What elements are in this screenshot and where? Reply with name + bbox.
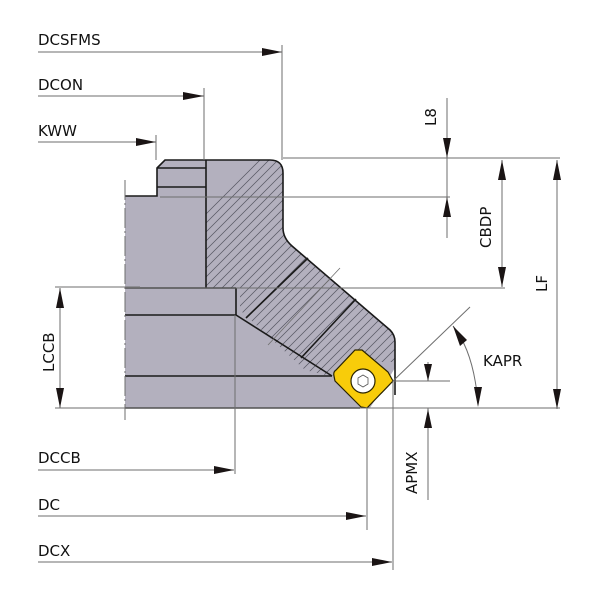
insert-axis-line — [267, 267, 341, 346]
hatch-line — [206, 160, 280, 376]
cutting-insert — [333, 349, 394, 409]
tool-body-silhouette — [125, 160, 395, 408]
hatch-line — [414, 150, 600, 420]
apmx-arrow-top — [424, 364, 432, 381]
label-l8: L8 — [422, 108, 440, 126]
hatch-line — [594, 150, 600, 420]
dimension-lines — [38, 45, 561, 570]
dcx-arrow — [372, 558, 392, 566]
hatch-line — [206, 160, 325, 376]
cbdp-arrow-bottom — [498, 267, 506, 287]
label-dcsfms: DCSFMS — [38, 31, 101, 49]
hatch-line — [558, 150, 600, 420]
lccb-arrow-bottom — [56, 388, 64, 408]
label-dccb: DCCB — [38, 449, 81, 467]
label-dcon: DCON — [38, 76, 83, 94]
l8-arrow-top — [443, 138, 451, 158]
kww-arrow — [136, 138, 156, 146]
chip-pocket-edge — [235, 314, 333, 377]
dcon-arrow — [183, 92, 204, 100]
hatch-line — [386, 160, 395, 376]
label-dc: DC — [38, 496, 60, 514]
label-lf: LF — [533, 275, 551, 292]
l8-arrow-bottom — [443, 197, 451, 217]
hatch-line — [206, 160, 307, 376]
hatch-line — [377, 160, 395, 376]
tool-body-outline — [125, 159, 396, 395]
hatch-line — [206, 160, 271, 376]
dc-arrow — [346, 512, 366, 520]
hatch-line — [450, 150, 600, 420]
kapr-arc — [452, 325, 479, 405]
hatch-line — [206, 160, 316, 376]
dcsfms-arrow — [262, 48, 282, 56]
hatch-line — [576, 150, 600, 420]
torx-screw-icon — [357, 374, 369, 388]
lccb-arrow-top — [56, 288, 64, 308]
hatch-line — [432, 150, 600, 420]
label-kww: KWW — [38, 122, 77, 140]
hatch-line — [504, 150, 600, 420]
hatch-line — [396, 150, 600, 420]
section-line-2 — [300, 298, 357, 359]
hatch-line — [441, 150, 600, 420]
kapr-angle-line — [392, 306, 471, 382]
hatch-line — [423, 150, 600, 420]
hatch-line — [459, 150, 600, 420]
hatch-line — [585, 150, 600, 420]
kapr-arrow-top — [453, 326, 467, 346]
hatch-line — [567, 150, 600, 420]
lf-arrow-bottom — [553, 389, 561, 409]
hatch-line — [206, 160, 298, 376]
dimension-labels: DCSFMS DCON KWW L8 CBDP LF LCCB KAPR APM… — [38, 31, 551, 560]
label-dcx: DCX — [38, 542, 70, 560]
cbdp-arrow-top — [498, 160, 506, 180]
label-cbdp: CBDP — [477, 207, 495, 248]
label-kapr: KAPR — [483, 352, 522, 370]
tool-body — [124, 150, 600, 420]
hatch-line — [368, 160, 395, 376]
hatch-line — [359, 160, 395, 376]
lf-arrow-top — [553, 160, 561, 180]
label-lccb: LCCB — [40, 332, 58, 372]
apmx-arrow-bottom — [424, 409, 432, 428]
dccb-arrow — [214, 466, 234, 474]
kapr-arrow-bottom — [474, 387, 482, 407]
hatch-line — [206, 160, 289, 376]
label-apmx: APMX — [403, 451, 421, 494]
